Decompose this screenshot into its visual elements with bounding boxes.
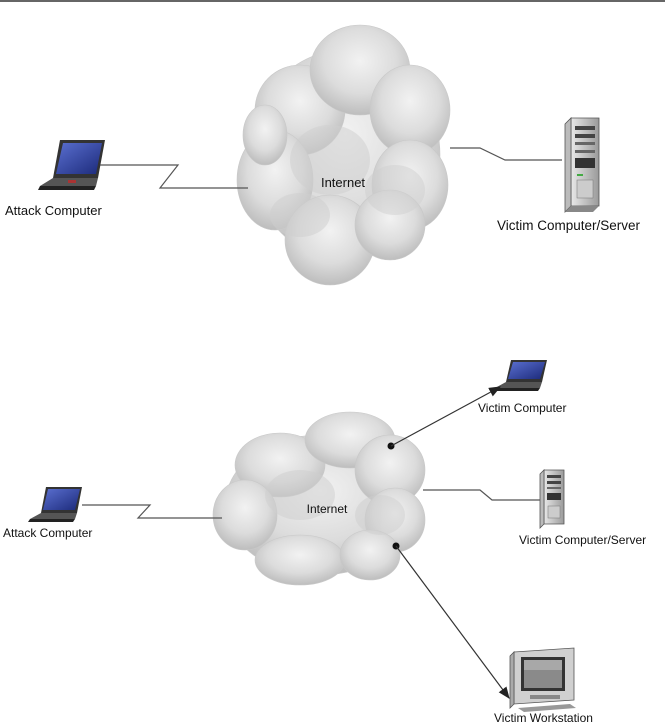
attack-arrow-workstation <box>395 545 510 699</box>
attack-computer-label: Attack Computer <box>3 526 92 540</box>
attack-link <box>100 164 248 189</box>
internet-label: Internet <box>307 502 348 516</box>
victim-workstation-icon <box>509 647 576 712</box>
victim-server-icon <box>539 469 565 529</box>
attack-computer-label: Attack Computer <box>5 203 102 218</box>
victim-server-label: Victim Computer/Server <box>519 533 646 547</box>
server-link <box>423 489 540 501</box>
victim-workstation-label: Victim Workstation <box>494 711 593 725</box>
diagram-2: Internet Attack Computer Victim Computer <box>3 360 646 725</box>
attack-arrow-laptop <box>390 386 502 447</box>
victim-server-icon <box>564 117 600 213</box>
victim-computer-label: Victim Computer <box>478 401 566 415</box>
attack-laptop-icon <box>38 140 105 190</box>
internet-cloud: Internet <box>236 24 451 286</box>
server-link <box>450 147 562 161</box>
diagram-1: Internet Attack Computer Vic <box>5 24 641 286</box>
victim-server-label: Victim Computer/Server <box>497 218 641 233</box>
attack-laptop-icon <box>28 487 82 522</box>
internet-label: Internet <box>321 175 365 190</box>
victim-laptop-icon <box>493 360 547 391</box>
internet-cloud: Internet <box>212 411 426 586</box>
attack-link <box>82 504 222 519</box>
